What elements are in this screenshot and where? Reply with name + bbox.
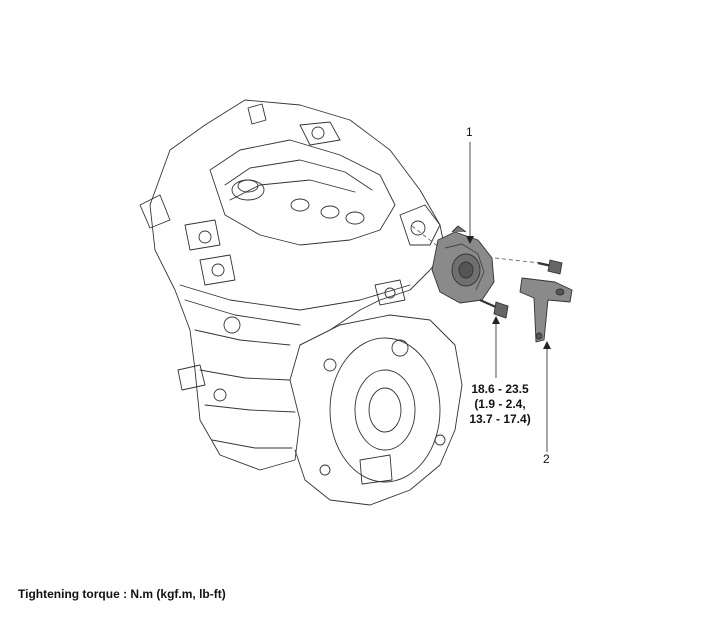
- mounting-bolt-upper: [537, 259, 563, 275]
- torque-spec: 18.6 - 23.5 (1.9 - 2.4, 13.7 - 17.4): [452, 382, 548, 427]
- mounting-bolt-lower: [479, 298, 509, 319]
- leader-lines: [469, 142, 548, 452]
- torque-spec-nm: 18.6 - 23.5: [471, 382, 529, 396]
- vacuum-pump: [431, 225, 495, 304]
- pump-bracket: [519, 277, 573, 343]
- torque-spec-lbft: 13.7 - 17.4): [469, 412, 531, 426]
- callout-1: 1: [466, 125, 473, 139]
- callout-2: 2: [543, 452, 550, 466]
- tightening-torque-note: Tightening torque : N.m (kgf.m, lb-ft): [18, 587, 226, 601]
- torque-spec-kgfm: (1.9 - 2.4,: [474, 397, 526, 411]
- engine-assembly: [139, 99, 463, 506]
- leader-arrowheads: [466, 236, 551, 349]
